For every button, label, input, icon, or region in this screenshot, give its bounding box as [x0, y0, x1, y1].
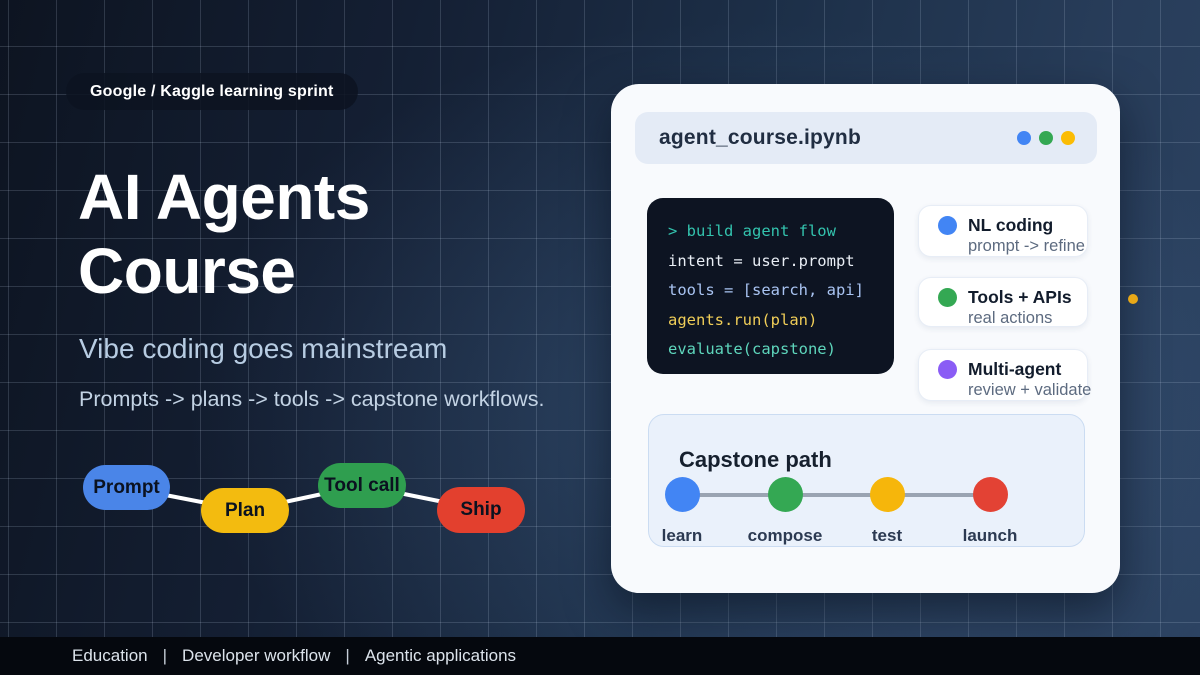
feature-title: Tools + APIs: [968, 287, 1072, 307]
capstone-step-dot-test: [869, 477, 905, 512]
code-line: intent = user.prompt: [668, 251, 855, 270]
notebook-card: agent_course.ipynb > build agent flow in…: [611, 84, 1120, 593]
footer-separator: |: [345, 646, 350, 665]
capstone-track-line: [682, 493, 990, 497]
capstone-step-label: launch: [962, 526, 1018, 545]
window-dot-green-icon[interactable]: [1039, 131, 1053, 145]
feature-subtitle: prompt -> refine: [968, 237, 1085, 255]
window-controls: [1017, 131, 1075, 145]
badge: Google / Kaggle learning sprint: [66, 73, 358, 110]
capstone-step-label: learn: [661, 526, 703, 545]
flow-step-label: Prompt: [93, 476, 160, 498]
workflow-diagram: Prompt Plan Tool call Ship: [70, 450, 545, 550]
notebook-header: agent_course.ipynb: [635, 112, 1097, 164]
code-block: > build agent flow intent = user.prompt …: [647, 198, 894, 374]
code-line: agents.run(plan): [668, 310, 818, 329]
flow-step-plan: Plan: [201, 488, 289, 533]
flow-connector-lines: [124, 483, 483, 513]
feature-card-tools-apis: Tools + APIs real actions: [918, 277, 1088, 327]
page-title-line2: Course: [78, 235, 296, 307]
feature-title: Multi-agent: [968, 359, 1062, 379]
feature-card-nl-coding: NL coding prompt -> refine: [918, 205, 1088, 257]
bullet-dot-icon: [938, 288, 957, 307]
window-dot-blue-icon[interactable]: [1017, 131, 1031, 145]
capstone-step-dot-compose: [767, 477, 803, 512]
flow-step-label: Plan: [224, 499, 266, 521]
footer-item-developer-workflow: Developer workflow: [182, 646, 331, 665]
bullet-dot-icon: [938, 216, 957, 235]
flow-step-tool-call: Tool call: [318, 463, 406, 508]
flow-step-prompt: Prompt: [83, 465, 170, 510]
tagline: Prompts -> plans -> tools -> capstone wo…: [79, 387, 545, 411]
bullet-dot-icon: [938, 360, 957, 379]
capstone-title: Capstone path: [679, 447, 832, 472]
capstone-step-label: compose: [747, 526, 823, 545]
capstone-step-dot-learn: [664, 477, 700, 512]
page-title: AI Agents Course: [78, 160, 370, 308]
badge-label: Google / Kaggle learning sprint: [90, 82, 334, 100]
feature-subtitle: real actions: [968, 309, 1053, 327]
flow-step-ship: Ship: [437, 487, 525, 533]
feature-title: NL coding: [968, 215, 1054, 235]
footer-item-agentic-applications: Agentic applications: [364, 646, 517, 665]
code-line: tools = [search, api]: [668, 281, 864, 299]
code-line: evaluate(capstone): [668, 340, 836, 358]
page-title-line1: AI Agents: [78, 161, 370, 233]
notebook-filename: agent_course.ipynb: [659, 126, 861, 149]
code-line: > build agent flow: [668, 222, 836, 240]
feature-subtitle: review + validate: [968, 381, 1092, 399]
footer-separator: |: [162, 646, 168, 665]
flow-step-label: Tool call: [324, 474, 400, 496]
capstone-step-label: test: [871, 526, 903, 545]
window-dot-yellow-icon[interactable]: [1061, 131, 1075, 145]
subtitle: Vibe coding goes mainstream: [79, 333, 448, 364]
accent-dot-icon: [1128, 294, 1138, 304]
capstone-panel: Capstone path learn compose test launch: [648, 414, 1085, 547]
footer-bar: Education | Developer workflow | Agentic…: [0, 637, 1200, 675]
capstone-step-dot-launch: [972, 477, 1008, 512]
footer-item-education: Education: [72, 646, 148, 665]
flow-step-label: Ship: [460, 499, 502, 520]
feature-card-multi-agent: Multi-agent review + validate: [918, 349, 1092, 401]
